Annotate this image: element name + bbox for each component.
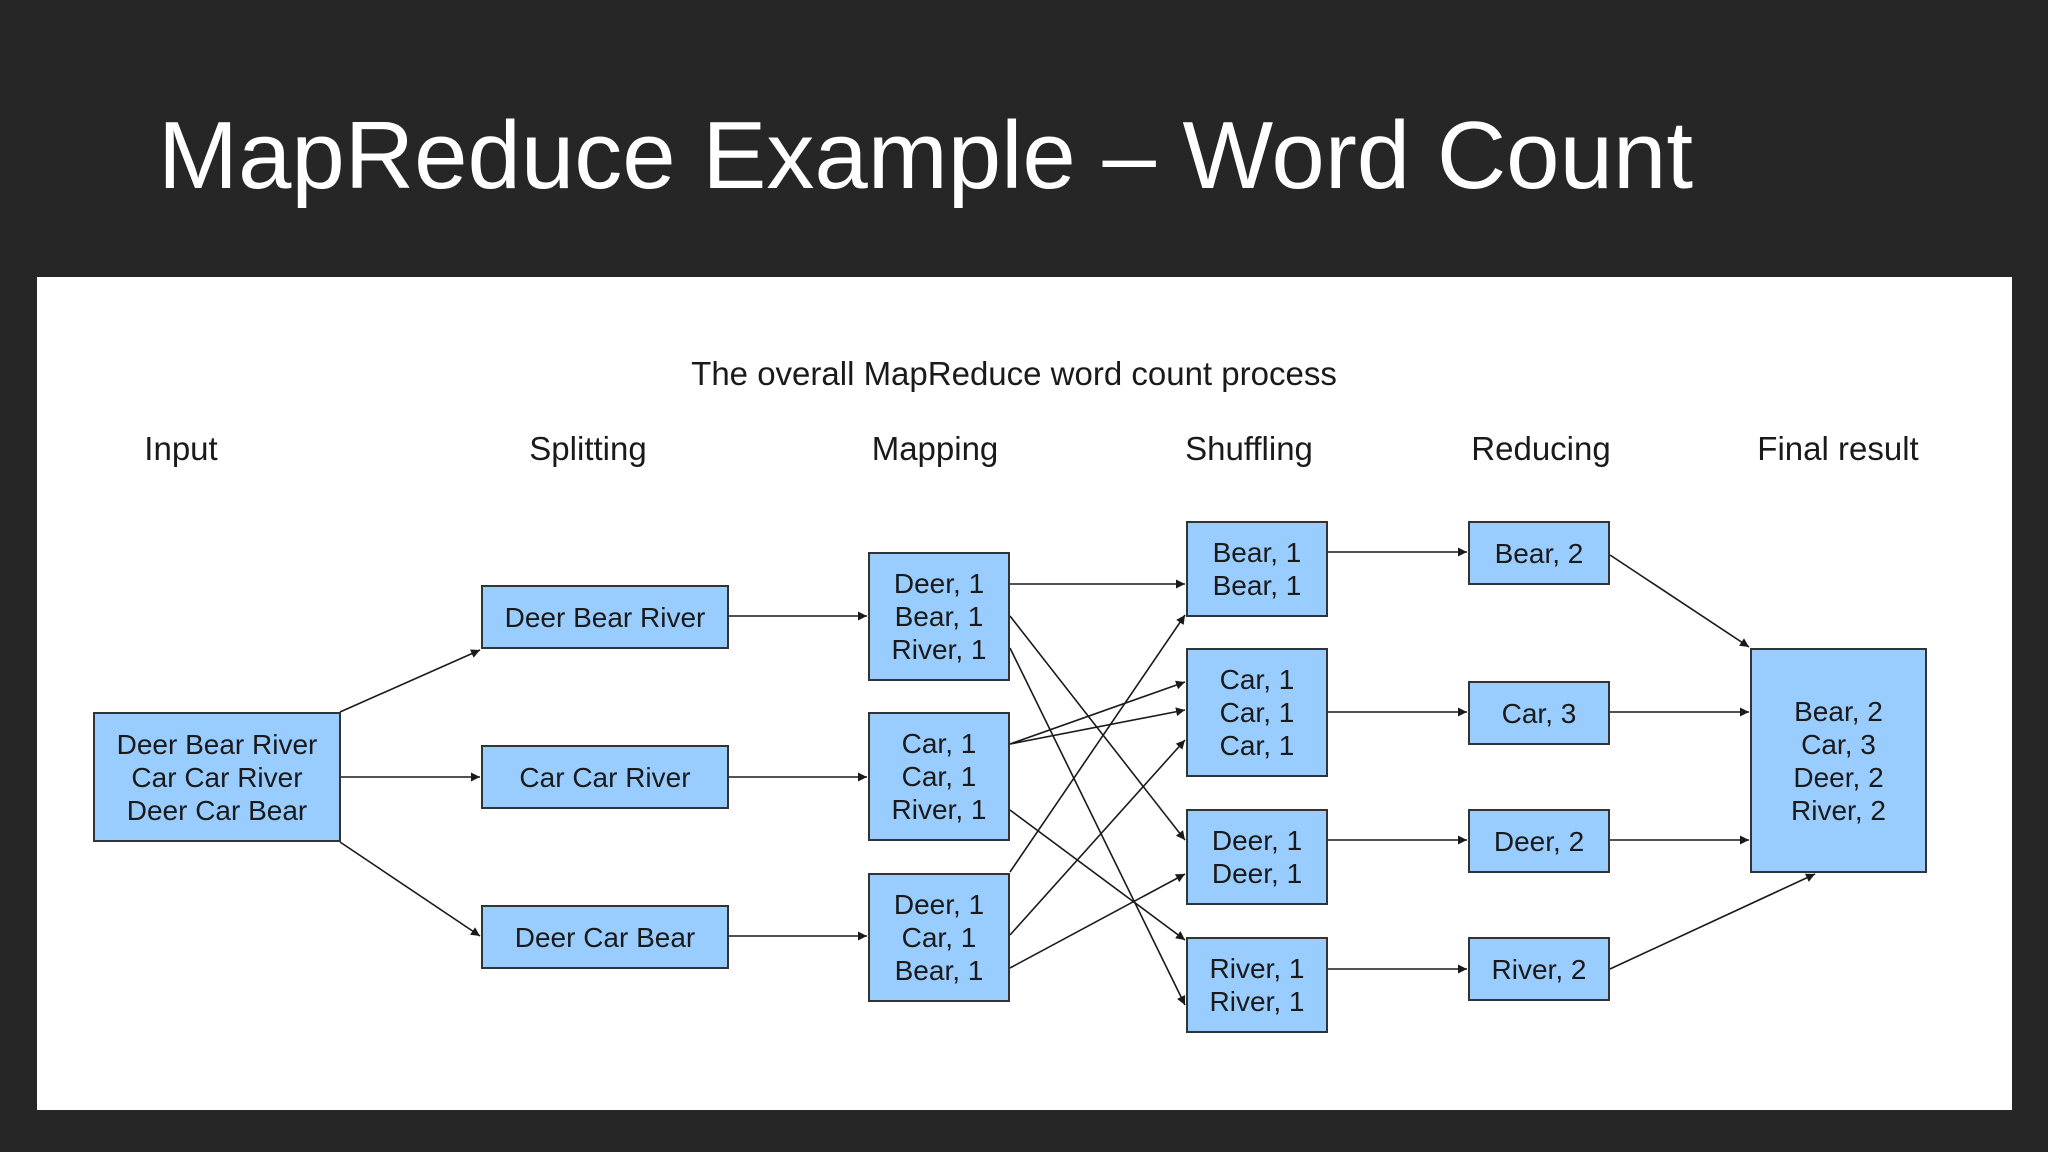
split-box-1: Deer Bear River: [481, 585, 729, 649]
shuffle-pair: Bear, 1: [1212, 537, 1302, 568]
reduce-box-deer: Deer, 2: [1468, 809, 1610, 873]
arrow-map3-to-car: [1009, 739, 1186, 936]
shuffle-pair: River, 1: [1209, 986, 1305, 1017]
input-line: Deer Car Bear: [126, 794, 308, 826]
split-text: Deer Bear River: [504, 601, 706, 633]
arrow-input-to-split-3: [339, 841, 481, 937]
input-line: Car Car River: [131, 761, 303, 793]
split-text: Car Car River: [519, 761, 691, 793]
stage-label-mapping: Mapping: [871, 430, 999, 467]
stage-label-input: Input: [144, 430, 218, 467]
arrow-map3-to-bear: [1009, 614, 1186, 873]
reduce-box-river: River, 2: [1468, 937, 1610, 1001]
arrow-map1-to-river: [1009, 647, 1186, 1006]
arrow-map3-to-deer: [1009, 873, 1186, 969]
final-result-box: Bear, 2 Car, 3 Deer, 2 River, 2: [1750, 648, 1927, 873]
shuffle-box-car: Car, 1 Car, 1 Car, 1: [1186, 648, 1328, 777]
stage-label-final-result: Final result: [1757, 430, 1919, 467]
reduce-pair: Deer, 2: [1493, 825, 1585, 857]
split-text: Deer Car Bear: [514, 921, 696, 953]
map-box-2: Car, 1 Car, 1 River, 1: [868, 712, 1010, 841]
map-pair: Car, 1: [901, 922, 977, 953]
shuffle-pair: River, 1: [1209, 953, 1305, 984]
shuffle-pair: Deer, 1: [1211, 858, 1303, 889]
shuffle-pair: Deer, 1: [1211, 825, 1303, 856]
stage-label-shuffling: Shuffling: [1185, 430, 1313, 467]
map-pair: River, 1: [891, 794, 987, 825]
reduce-box-bear: Bear, 2: [1468, 521, 1610, 585]
split-box-3: Deer Car Bear: [481, 905, 729, 969]
diagram-panel: [37, 277, 2012, 1110]
diagram-title: The overall MapReduce word count process: [691, 355, 1337, 392]
shuffle-pair: Bear, 1: [1212, 570, 1302, 601]
shuffle-box-river: River, 1 River, 1: [1186, 937, 1328, 1033]
slide-title: MapReduce Example – Word Count: [158, 102, 1694, 209]
final-pair: Bear, 2: [1794, 695, 1883, 727]
reduce-box-car: Car, 3: [1468, 681, 1610, 745]
shuffle-pair: Car, 1: [1219, 697, 1295, 728]
input-line: Deer Bear River: [116, 728, 318, 760]
final-pair: Deer, 2: [1793, 761, 1884, 793]
final-pair: Car, 3: [1801, 728, 1876, 760]
arrow-input-to-split-1: [339, 649, 481, 713]
map-pair: River, 1: [891, 634, 987, 665]
shuffle-pair: Car, 1: [1219, 664, 1295, 695]
map-pair: Car, 1: [901, 728, 977, 759]
reduce-pair: River, 2: [1491, 953, 1587, 985]
stage-label-splitting: Splitting: [529, 430, 647, 467]
split-box-2: Car Car River: [481, 745, 729, 809]
map-pair: Deer, 1: [893, 568, 985, 599]
shuffle-box-bear: Bear, 1 Bear, 1: [1186, 521, 1328, 617]
shuffle-pair: Car, 1: [1219, 730, 1295, 761]
shuffle-box-deer: Deer, 1 Deer, 1: [1186, 809, 1328, 905]
map-box-1: Deer, 1 Bear, 1 River, 1: [868, 552, 1010, 681]
reduce-pair: Bear, 2: [1494, 537, 1584, 569]
map-pair: Bear, 1: [894, 601, 984, 632]
arrow-map1-to-deer: [1009, 615, 1186, 841]
map-pair: Deer, 1: [893, 889, 985, 920]
map-box-3: Deer, 1 Car, 1 Bear, 1: [868, 873, 1010, 1002]
stage-label-reducing: Reducing: [1471, 430, 1611, 467]
arrow-reduce-river-to-final: [1609, 873, 1816, 970]
arrow-map2-to-car-b: [1009, 707, 1186, 745]
final-pair: River, 2: [1791, 794, 1886, 826]
reduce-pair: Car, 3: [1501, 697, 1577, 729]
arrow-map2-to-river: [1009, 809, 1186, 941]
map-pair: Bear, 1: [894, 955, 984, 986]
arrow-reduce-bear-to-final: [1609, 554, 1750, 648]
map-pair: Car, 1: [901, 761, 977, 792]
input-box: Deer Bear River Car Car River Deer Car B…: [93, 712, 341, 842]
arrow-map2-to-car-a: [1009, 680, 1186, 745]
